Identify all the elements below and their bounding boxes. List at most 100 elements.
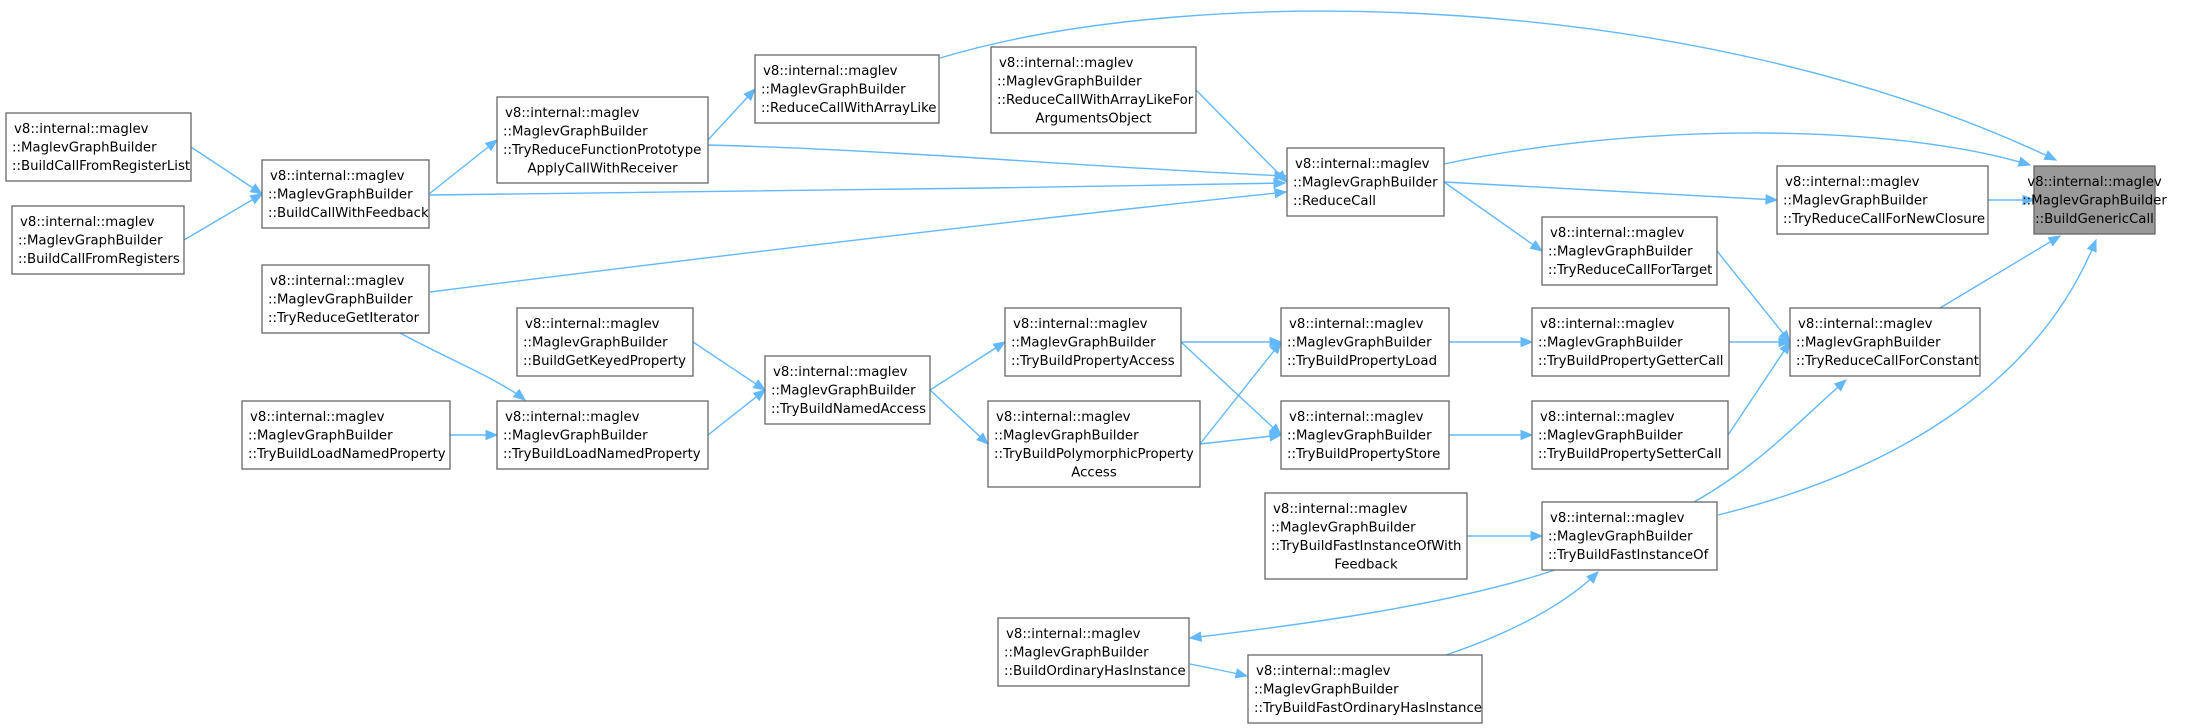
node-label-line: ::MaglevGraphBuilder — [2022, 194, 2167, 209]
node-try-reduce-call-for-target[interactable]: v8::internal::maglev::MaglevGraphBuilder… — [1541, 216, 1718, 286]
node-try-build-load-named-property-outer[interactable]: v8::internal::maglev::MaglevGraphBuilder… — [241, 400, 451, 470]
node-build-generic-call[interactable]: v8::internal::maglev::MaglevGraphBuilder… — [2022, 165, 2167, 235]
node-label-line: Access — [1071, 465, 1117, 480]
edge-try_reduce_function_prototype_apply_call_with_receiver-to-reduce_call_with_array_like — [707, 88, 756, 141]
edge-try_build_fast_ordinary_has_instance-to-try_build_fast_instance_of — [1445, 571, 1599, 656]
node-label-line: v8::internal::maglev — [270, 169, 405, 184]
node-label-line: ::MaglevGraphBuilder — [771, 384, 916, 399]
edge-reduce_call-to-build_generic_call — [1443, 132, 2031, 166]
edge-try_build_property_access-to-try_build_property_store — [1180, 341, 1282, 436]
arrowhead-try_reduce_function_prototype_apply_call_with_receiver-to-reduce_call — [1274, 170, 1288, 181]
node-label-line: ::MaglevGraphBuilder — [248, 429, 393, 444]
arrowhead-build_call_from_registers-to-build_call_with_feedback — [249, 193, 264, 205]
edge-try_build_fast_instance_of-to-try_reduce_call_for_constant — [1693, 379, 1847, 503]
arrowhead-try_build_fast_instance_of-to-try_reduce_call_for_constant — [1833, 379, 1847, 392]
node-box[interactable] — [261, 159, 430, 229]
node-box[interactable] — [1264, 492, 1468, 580]
node-try-build-property-load[interactable]: v8::internal::maglev::MaglevGraphBuilder… — [1280, 307, 1450, 377]
node-box[interactable] — [990, 46, 1197, 134]
node-box[interactable] — [241, 400, 451, 470]
node-build-ordinary-has-instance[interactable]: v8::internal::maglev::MaglevGraphBuilder… — [997, 617, 1190, 687]
node-try-reduce-function-prototype-apply-call-with-receiver[interactable]: v8::internal::maglev::MaglevGraphBuilder… — [496, 96, 709, 184]
node-box[interactable] — [5, 112, 192, 182]
node-box[interactable] — [11, 205, 185, 275]
node-box[interactable] — [1280, 400, 1450, 470]
node-try-build-fast-instance-of[interactable]: v8::internal::maglev::MaglevGraphBuilder… — [1541, 501, 1718, 571]
arrowhead-try_reduce_call_for_target-to-try_reduce_call_for_constant — [1778, 329, 1791, 344]
node-box[interactable] — [987, 400, 1201, 488]
edge-try_reduce_get_iterator-to-reduce_call — [429, 191, 1287, 293]
node-try-build-load-named-property[interactable]: v8::internal::maglev::MaglevGraphBuilder… — [496, 400, 709, 470]
arrowhead-try_build_fast_ordinary_has_instance-to-try_build_fast_instance_of — [1586, 571, 1599, 584]
edge-build_call_with_feedback-to-try_reduce_function_prototype_apply_call_with_receiver — [428, 139, 498, 195]
node-label-line: ::MaglevGraphBuilder — [994, 428, 1139, 443]
node-label-line: v8::internal::maglev — [1550, 226, 1685, 241]
arrowhead-build_call_with_feedback-to-reduce_call — [1273, 177, 1287, 189]
node-label-line: ::BuildCallFromRegisterList — [12, 159, 190, 174]
node-label-line: ArgumentsObject — [1035, 111, 1151, 126]
node-label-line: ::BuildCallWithFeedback — [268, 206, 429, 221]
node-box[interactable] — [1541, 501, 1718, 571]
node-label-line: ::MaglevGraphBuilder — [523, 336, 668, 351]
node-label-line: v8::internal::maglev — [250, 410, 385, 425]
node-layer: v8::internal::maglev::MaglevGraphBuilder… — [5, 46, 2167, 724]
node-reduce-call-with-array-like[interactable]: v8::internal::maglev::MaglevGraphBuilder… — [754, 54, 940, 124]
arrowhead-try_build_fast_instance_of-to-build_ordinary_has_instance — [1188, 631, 1203, 642]
node-box[interactable] — [1004, 307, 1182, 377]
edge-layer — [183, 10, 2097, 679]
node-try-build-property-getter-call[interactable]: v8::internal::maglev::MaglevGraphBuilder… — [1531, 307, 1730, 377]
node-box[interactable] — [997, 617, 1190, 687]
node-try-build-named-access[interactable]: v8::internal::maglev::MaglevGraphBuilder… — [764, 355, 931, 425]
node-try-build-polymorphic-property-access[interactable]: v8::internal::maglev::MaglevGraphBuilder… — [987, 400, 1201, 488]
node-try-build-fast-instance-of-with-feedback[interactable]: v8::internal::maglev::MaglevGraphBuilder… — [1264, 492, 1468, 580]
node-label-line: ::MaglevGraphBuilder — [1538, 429, 1683, 444]
node-label-line: v8::internal::maglev — [1540, 317, 1675, 332]
node-label-line: ApplyCallWithReceiver — [527, 161, 678, 176]
node-label-line: v8::internal::maglev — [1006, 627, 1141, 642]
edge-try_build_fast_instance_of-to-build_generic_call — [1717, 239, 2097, 516]
edge-try_build_named_access-to-try_build_polymorphic_property_access — [929, 389, 989, 445]
node-label-line: ::TryBuildFastOrdinaryHasInstance — [1254, 701, 1482, 716]
node-label-line: ::MaglevGraphBuilder — [1293, 176, 1438, 191]
edge-try_reduce_get_iterator-to-try_build_load_named_property — [399, 332, 526, 401]
node-box[interactable] — [1789, 307, 1981, 377]
edge-build_call_from_registers-to-build_call_with_feedback — [183, 193, 263, 241]
node-try-reduce-get-iterator[interactable]: v8::internal::maglev::MaglevGraphBuilder… — [261, 264, 430, 334]
arrowhead-build_call_with_feedback-to-try_reduce_function_prototype_apply_call_with_receiver — [484, 139, 499, 152]
node-label-line: ::ReduceCallWithArrayLikeFor — [997, 93, 1194, 108]
node-box[interactable] — [1280, 307, 1450, 377]
node-reduce-call-with-array-like-for-arguments-object[interactable]: v8::internal::maglev::MaglevGraphBuilder… — [990, 46, 1197, 134]
node-box[interactable] — [496, 400, 709, 470]
node-reduce-call[interactable]: v8::internal::maglev::MaglevGraphBuilder… — [1286, 147, 1445, 217]
node-box[interactable] — [2033, 165, 2156, 235]
edge-try_build_named_access-to-try_build_property_access — [929, 341, 1006, 391]
node-try-build-property-access[interactable]: v8::internal::maglev::MaglevGraphBuilder… — [1004, 307, 1182, 377]
node-label-line: ::TryBuildFastInstanceOf — [1548, 548, 1709, 563]
node-box[interactable] — [1531, 400, 1729, 470]
node-try-build-property-setter-call[interactable]: v8::internal::maglev::MaglevGraphBuilder… — [1531, 400, 1729, 470]
node-build-call-with-feedback[interactable]: v8::internal::maglev::MaglevGraphBuilder… — [261, 159, 430, 229]
node-try-reduce-call-for-constant[interactable]: v8::internal::maglev::MaglevGraphBuilder… — [1789, 307, 1981, 377]
node-try-reduce-call-for-new-closure[interactable]: v8::internal::maglev::MaglevGraphBuilder… — [1776, 165, 1989, 235]
node-box[interactable] — [261, 264, 430, 334]
node-label-line: ::TryReduceCallForConstant — [1796, 354, 1979, 369]
node-box[interactable] — [496, 96, 709, 184]
node-try-build-property-store[interactable]: v8::internal::maglev::MaglevGraphBuilder… — [1280, 400, 1450, 470]
node-box[interactable] — [1776, 165, 1989, 235]
node-label-line: v8::internal::maglev — [1295, 157, 1430, 172]
node-build-call-from-register-list[interactable]: v8::internal::maglev::MaglevGraphBuilder… — [5, 112, 192, 182]
node-label-line: ::MaglevGraphBuilder — [18, 234, 163, 249]
node-box[interactable] — [1286, 147, 1445, 217]
node-box[interactable] — [1541, 216, 1718, 286]
node-build-get-keyed-property[interactable]: v8::internal::maglev::MaglevGraphBuilder… — [516, 307, 694, 377]
node-box[interactable] — [1531, 307, 1730, 377]
node-try-build-fast-ordinary-has-instance[interactable]: v8::internal::maglev::MaglevGraphBuilder… — [1247, 654, 1483, 724]
node-build-call-from-registers[interactable]: v8::internal::maglev::MaglevGraphBuilder… — [11, 205, 185, 275]
node-box[interactable] — [764, 355, 931, 425]
node-label-line: v8::internal::maglev — [996, 410, 1131, 425]
arrowhead-try_reduce_call_for_new_closure-to-build_generic_call — [2022, 194, 2036, 206]
node-box[interactable] — [1247, 654, 1483, 724]
node-box[interactable] — [754, 54, 940, 124]
node-label-line: v8::internal::maglev — [1256, 664, 1391, 679]
node-box[interactable] — [516, 307, 694, 377]
